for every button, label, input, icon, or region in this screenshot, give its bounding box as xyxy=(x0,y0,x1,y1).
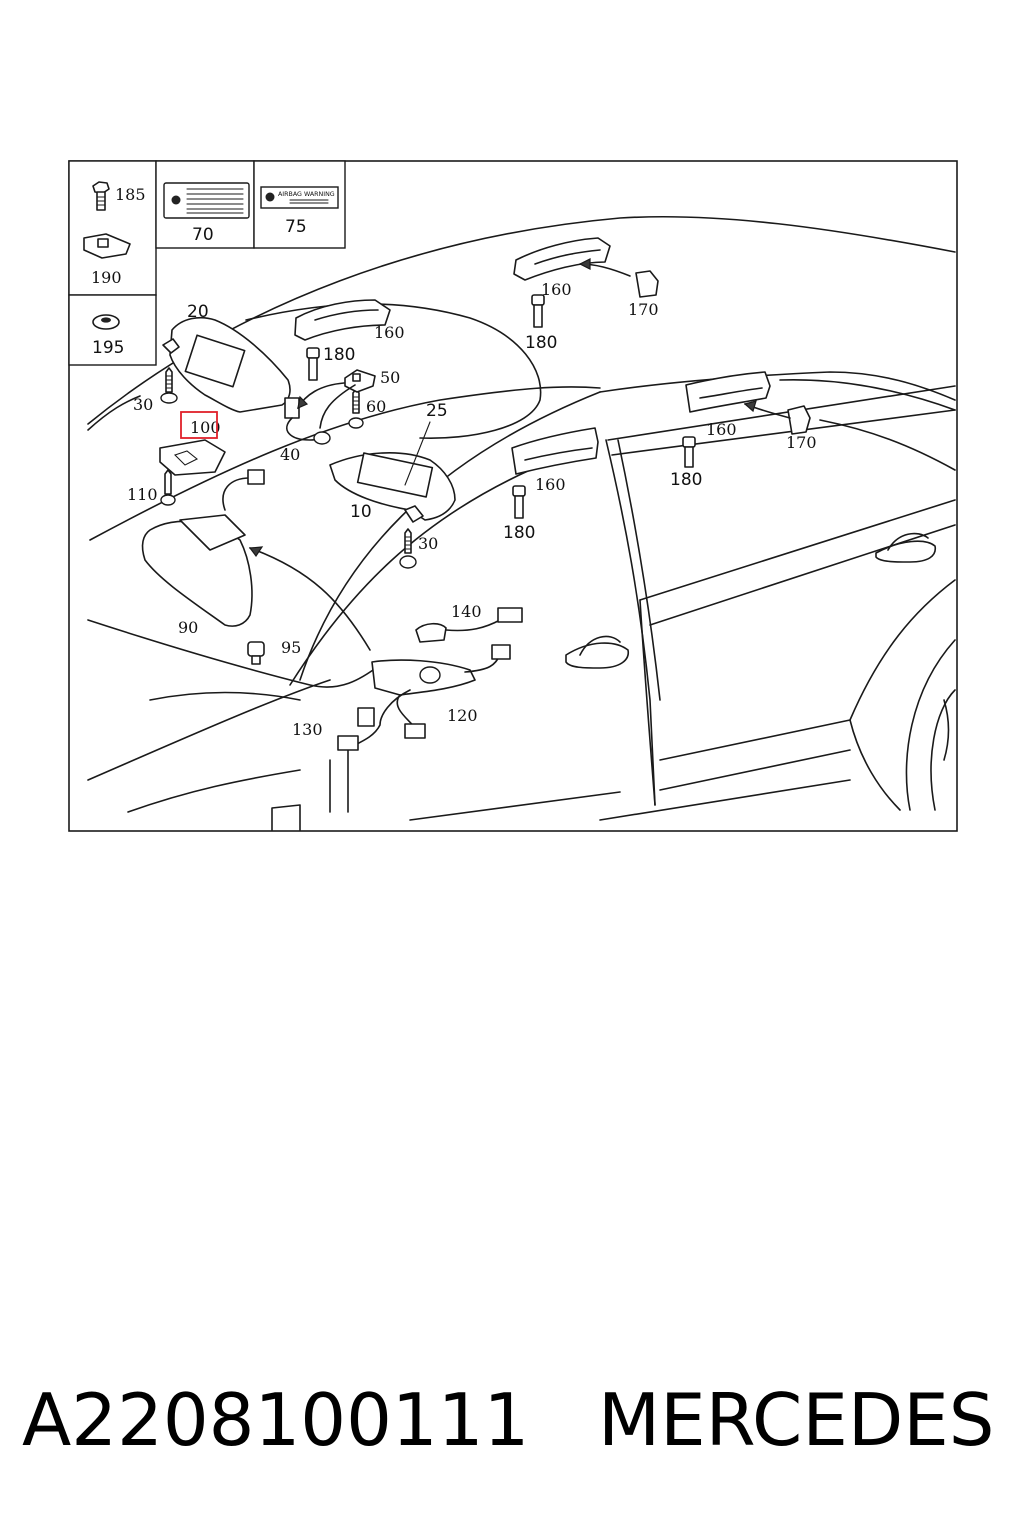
door-handle-front xyxy=(565,635,629,669)
part-number: A2208100111 xyxy=(22,1378,530,1462)
wire-40 xyxy=(284,397,331,445)
bolt-180-c xyxy=(512,485,526,519)
bolt-180-d xyxy=(682,436,696,468)
airbag-warning-text: AIRBAG WARNING xyxy=(278,191,335,198)
callout-95: 95 xyxy=(281,638,301,657)
screw-30-left xyxy=(160,367,178,404)
callout-40: 40 xyxy=(280,445,300,464)
callout-30-left: 30 xyxy=(133,395,153,414)
brand-name: MERCEDES xyxy=(598,1378,995,1462)
callout-10: 10 xyxy=(350,502,372,522)
callout-170-b: 170 xyxy=(786,433,817,452)
wire-130 xyxy=(337,689,426,751)
plug-95 xyxy=(247,641,265,665)
washer-195-icon xyxy=(92,314,120,330)
label-75-icon: AIRBAG WARNING xyxy=(260,186,339,209)
callout-20: 20 xyxy=(187,302,209,322)
bolt-180-a xyxy=(306,347,320,381)
car-body-outline xyxy=(87,215,956,831)
screw-110 xyxy=(160,469,176,506)
clip-170-b xyxy=(787,405,811,435)
callout-130: 130 xyxy=(292,720,323,739)
callout-25: 25 xyxy=(426,401,448,421)
callout-140: 140 xyxy=(451,602,482,621)
callout-160-b: 160 xyxy=(541,280,572,299)
mirror-90 xyxy=(141,469,265,627)
door-handle-rear xyxy=(875,532,937,563)
grab-handle-160-c xyxy=(511,427,599,475)
grab-handle-160-a xyxy=(294,299,391,341)
callout-185: 185 xyxy=(115,185,146,204)
clip-190-icon xyxy=(83,233,131,259)
screw-60 xyxy=(348,388,364,429)
callout-50: 50 xyxy=(380,368,400,387)
callout-190: 190 xyxy=(91,268,122,287)
label-70-icon xyxy=(163,182,250,219)
bracket-120 xyxy=(371,644,511,696)
callout-170-a: 170 xyxy=(628,300,659,319)
bracket-100 xyxy=(159,439,226,476)
callout-100: 100 xyxy=(190,418,221,437)
callout-120: 120 xyxy=(447,706,478,725)
callout-160-a: 160 xyxy=(374,323,405,342)
clip-170-a xyxy=(635,270,659,298)
screw-30-right xyxy=(399,528,417,569)
callout-90: 90 xyxy=(178,618,198,637)
arrows xyxy=(248,258,791,651)
callout-180-d: 180 xyxy=(670,470,702,490)
callout-180-b: 180 xyxy=(525,333,557,353)
bolt-185-icon xyxy=(92,181,110,211)
callout-160-c: 160 xyxy=(535,475,566,494)
callout-60: 60 xyxy=(366,397,386,416)
callout-160-d: 160 xyxy=(706,420,737,439)
callout-110: 110 xyxy=(127,485,158,504)
callout-195: 195 xyxy=(92,338,124,358)
callout-180-c: 180 xyxy=(503,523,535,543)
sun-visor-20 xyxy=(162,316,291,413)
highlight-box-100 xyxy=(180,411,218,439)
bolt-180-b xyxy=(531,294,545,328)
callouts: 185 190 195 70 75 20 30 100 110 90 95 40… xyxy=(91,185,817,739)
grab-handle-160-b xyxy=(513,237,611,281)
callout-180-a: 180 xyxy=(323,345,355,365)
footer: A2208100111 MERCEDES xyxy=(0,1370,1024,1470)
switch-140 xyxy=(415,607,523,643)
callout-75: 75 xyxy=(285,217,307,237)
callout-70: 70 xyxy=(192,225,214,245)
grab-handle-160-d xyxy=(685,371,771,413)
callout-30-right: 30 xyxy=(418,534,438,553)
